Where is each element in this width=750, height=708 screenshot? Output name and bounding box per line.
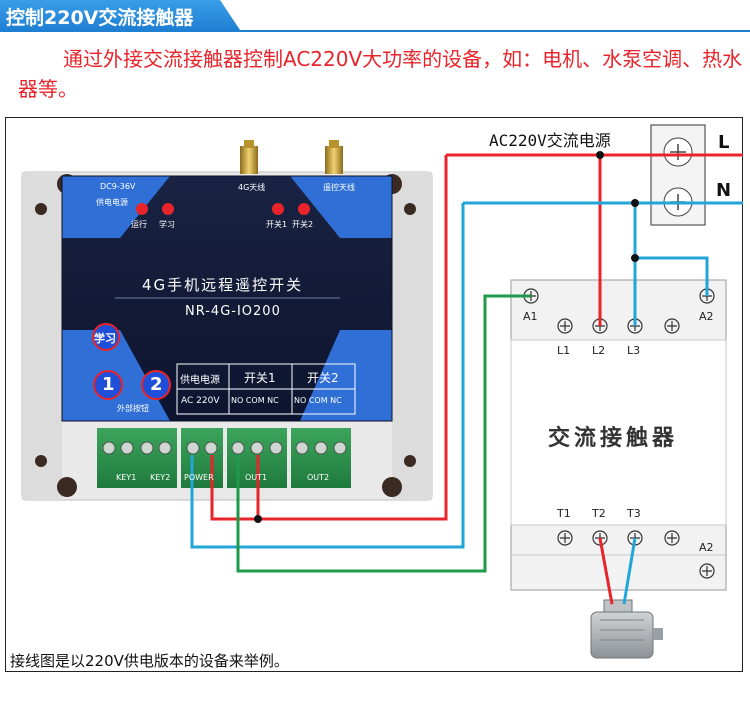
led-learn-label: 学习	[159, 220, 175, 229]
table-sw1-pins: NO COM NC	[231, 396, 279, 405]
contactor-t1-label: T1	[557, 507, 571, 520]
intro-text: 通过外接交流接触器控制AC220V大功率的设备，如：电机、水泵空调、热水器等。	[18, 47, 743, 101]
diagram-frame	[5, 117, 743, 672]
neutral-wire-to-power	[190, 203, 465, 549]
ext-button-label: 外部按钮	[117, 404, 149, 413]
contactor-title: 交流接触器	[548, 425, 679, 451]
contactor-a1-label: A1	[523, 310, 538, 323]
contactor-t2-label: T2	[592, 507, 606, 520]
line-l-label: L	[718, 132, 730, 153]
table-sw2-header: 开关2	[307, 371, 339, 385]
section-header: 控制220V交流接触器	[0, 0, 750, 32]
header-tab	[0, 0, 240, 30]
neutral-wire-to-a2	[635, 256, 709, 296]
device-4g-antenna-label: 4G天线	[238, 183, 266, 192]
table-ac-value: AC 220V	[181, 396, 220, 406]
terminal-key1-label: KEY1	[116, 473, 137, 482]
motor-wire-t2	[598, 537, 614, 605]
device-model: NR-4G-IO200	[185, 304, 281, 319]
4g-remote-switch-device	[21, 140, 433, 501]
header-underline	[0, 30, 750, 32]
contactor-l3-label: L3	[627, 344, 641, 357]
table-sw1-header: 开关1	[244, 371, 276, 385]
key2-number: 2	[150, 374, 163, 395]
contactor-l1-label: L1	[557, 344, 571, 357]
control-wire-no-to-a1	[236, 294, 531, 573]
device-title: 4G手机远程遥控开关	[142, 276, 304, 294]
learn-button-label: 学习	[94, 332, 116, 345]
device-remote-antenna-label: 遥控天线	[323, 183, 355, 192]
ac-contactor	[510, 279, 727, 591]
contactor-l2-label: L2	[592, 344, 606, 357]
power-source-label: AC220V交流电源	[489, 131, 611, 150]
contactor-a2-top-label: A2	[699, 310, 714, 323]
device-power-input-label: 供电电源	[96, 198, 128, 207]
diagram-caption: 接线图是以220V供电版本的设备来举例。	[10, 652, 289, 670]
table-sw2-pins: NO COM NC	[294, 396, 342, 405]
line-n-label: N	[716, 180, 732, 201]
motor-wire-t3	[622, 537, 637, 605]
led-run-label: 运行	[131, 220, 147, 229]
motor-icon	[590, 599, 663, 659]
led-sw1-label: 开关1	[266, 220, 288, 229]
terminal-key2-label: KEY2	[150, 473, 171, 482]
header-title: 控制220V交流接触器	[6, 7, 194, 29]
device-dc-label: DC9-36V	[100, 182, 136, 191]
contactor-t3-label: T3	[627, 507, 641, 520]
terminal-power-label: POWER	[184, 473, 214, 482]
terminal-out2-label: OUT2	[307, 473, 330, 482]
terminal-out1-label: OUT1	[245, 473, 268, 482]
power-terminal-block	[650, 124, 706, 226]
led-sw2-label: 开关2	[292, 220, 314, 229]
table-power-header: 供电电源	[180, 375, 220, 386]
contactor-a2-bottom-label: A2	[699, 541, 714, 554]
live-wire-to-com	[256, 155, 448, 521]
live-wire-to-power	[210, 455, 258, 521]
key1-number: 1	[102, 374, 115, 395]
